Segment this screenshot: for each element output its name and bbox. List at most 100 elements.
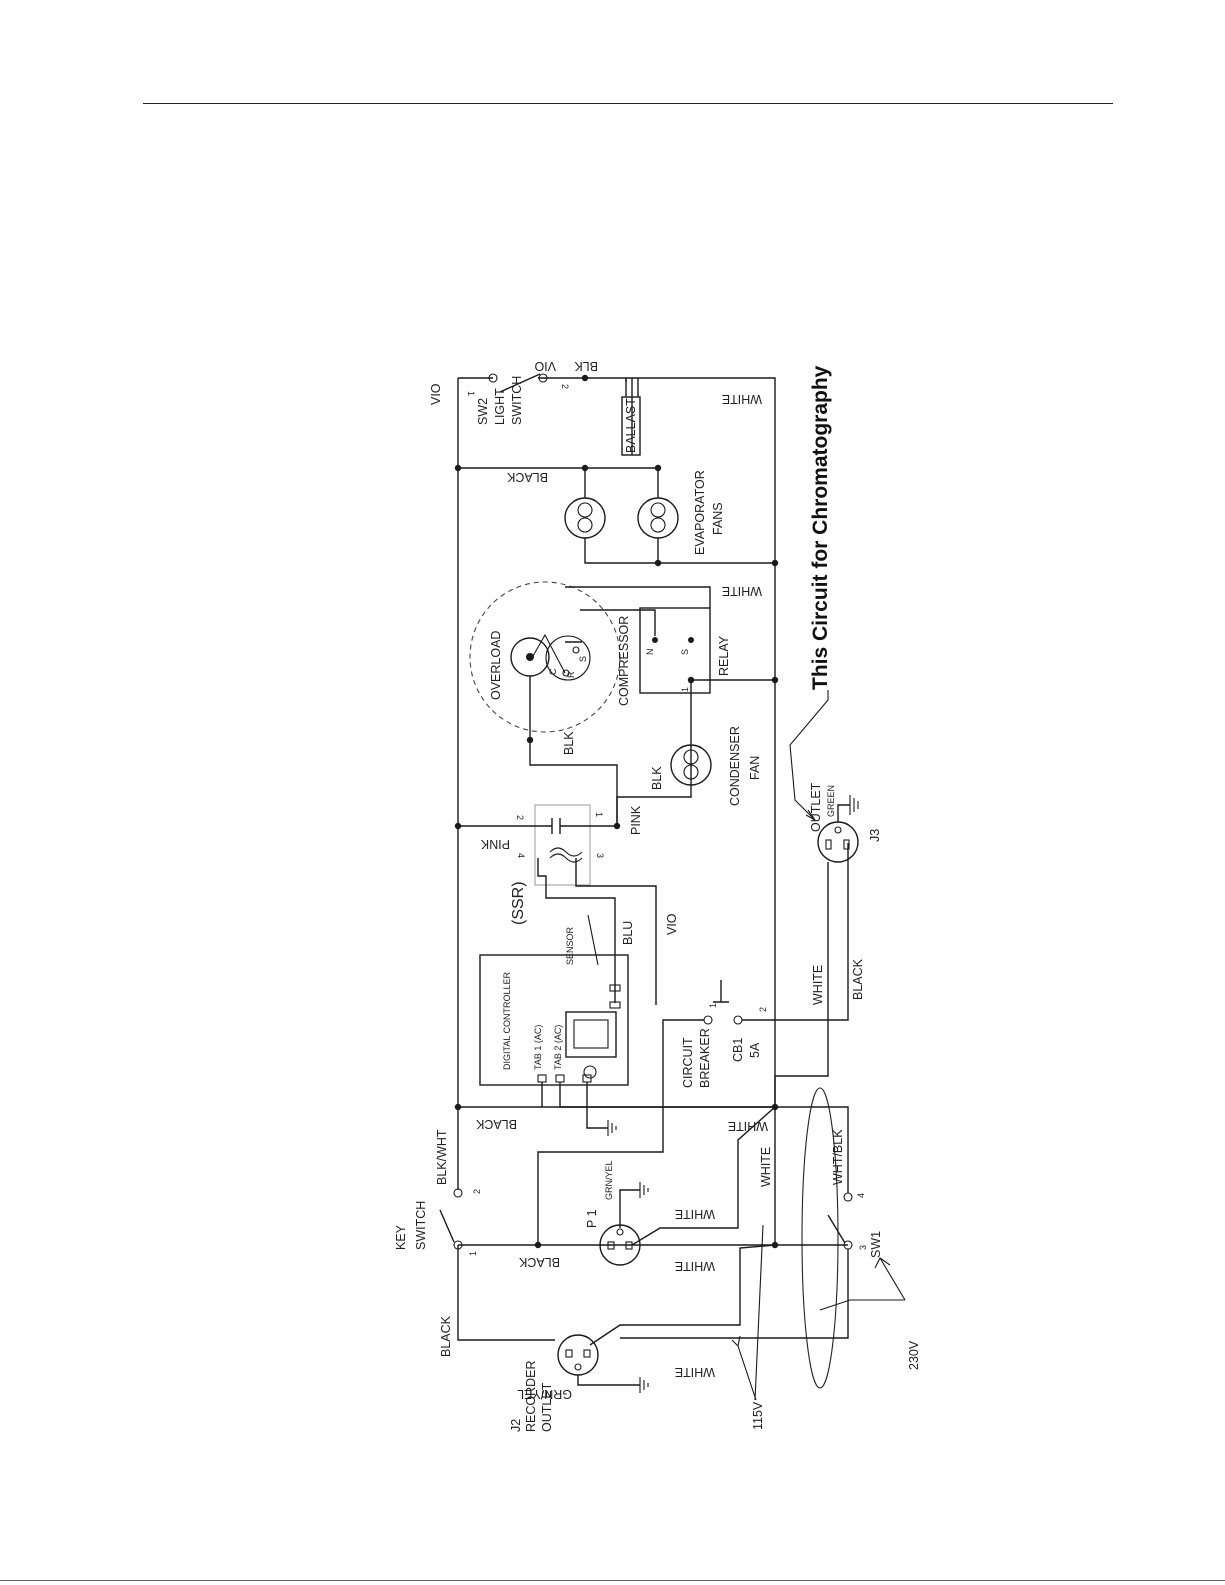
sw2-label: SW2 LIGHT SWITCH — [476, 376, 524, 425]
label-black-p1: BLACK — [518, 1255, 560, 1269]
svg-text:CONDENSER: CONDENSER — [728, 726, 742, 806]
label-black-outlet: BLACK — [851, 958, 865, 1000]
evaporator-fans — [458, 467, 775, 564]
label-black-keyswitch: BLACK — [439, 1315, 453, 1357]
svg-text:FANS: FANS — [711, 502, 725, 535]
label-grn-yel-j2: GRN/YEL — [517, 1387, 572, 1401]
label-pink-right: PINK — [629, 805, 643, 835]
svg-text:SW2: SW2 — [476, 398, 490, 425]
label-white-j2: WHITE — [675, 1365, 715, 1379]
condenser-fan: CONDENSER FAN — [670, 726, 762, 806]
evaporator-fans-label: EVAPORATOR FANS — [693, 470, 725, 555]
svg-text:1: 1 — [680, 687, 690, 692]
callout-text: This Circuit for Chromatography — [809, 365, 832, 690]
svg-text:(SSR): (SSR) — [510, 881, 527, 925]
label-115v: 115V — [751, 1401, 765, 1430]
svg-text:RECORDER: RECORDER — [524, 1360, 538, 1432]
svg-text:C: C — [548, 668, 558, 675]
sw2-light-switch — [488, 373, 548, 393]
svg-text:SWITCH: SWITCH — [510, 376, 524, 425]
main-bus-wires — [457, 377, 849, 1341]
label-vio-left: VIO — [429, 383, 443, 405]
label-white-p1-top: WHITE — [675, 1207, 715, 1221]
controller-ground-wire — [586, 1082, 608, 1129]
svg-text:OUTLET: OUTLET — [540, 1382, 554, 1432]
svg-text:4: 4 — [516, 853, 526, 858]
label-white-evap: WHITE — [722, 584, 762, 598]
svg-text:EVAPORATOR: EVAPORATOR — [693, 470, 707, 555]
svg-text:OVERLOAD: OVERLOAD — [489, 631, 503, 700]
compressor-relay: N S 1 COMPRESSOR RELAY — [565, 586, 775, 826]
label-white-outlet: WHITE — [811, 965, 825, 1005]
label-blk-wht: BLK/WHT — [435, 1129, 449, 1185]
svg-text:2: 2 — [758, 1007, 768, 1012]
voltage-selector — [731, 1087, 906, 1401]
key-switch: 2 1 KEY SWITCH — [394, 1188, 482, 1256]
label-blk-compressor: BLK — [562, 731, 576, 755]
label-vio-ssr: VIO — [665, 913, 679, 935]
svg-text:BREAKER: BREAKER — [698, 1028, 712, 1088]
label-white-top: WHITE — [722, 392, 762, 406]
ssr-relay: 2 1 4 3 (SSR) — [458, 804, 657, 1005]
svg-text:4: 4 — [856, 1193, 866, 1198]
svg-text:5A: 5A — [748, 1042, 762, 1058]
svg-text:CB1: CB1 — [731, 1038, 745, 1062]
svg-text:DIGITAL CONTROLLER: DIGITAL CONTROLLER — [502, 971, 512, 1070]
svg-text:BALLAST: BALLAST — [624, 398, 638, 453]
svg-text:2: 2 — [472, 1189, 482, 1194]
svg-text:RELAY: RELAY — [717, 635, 731, 676]
svg-text:3: 3 — [858, 1245, 868, 1250]
label-black-evap: BLACK — [506, 470, 548, 484]
sw2-terminal-1: 1 — [466, 391, 476, 396]
svg-text:N: N — [645, 649, 655, 656]
svg-text:S: S — [680, 649, 690, 655]
svg-text:S: S — [578, 656, 588, 662]
label-black-controller: BLACK — [475, 1117, 517, 1131]
svg-text:P 1: P 1 — [585, 1209, 599, 1228]
svg-text:J2: J2 — [509, 1419, 523, 1432]
label-230v: 230V — [907, 1340, 921, 1370]
overload: C S R OVERLOAD — [469, 581, 621, 733]
svg-text:1: 1 — [468, 1251, 478, 1256]
label-blk-condenser: BLK — [650, 766, 664, 790]
page-bottom-rule — [0, 1580, 1225, 1581]
svg-text:OUTLET: OUTLET — [809, 782, 823, 832]
sw1-switch: 4 3 SW1 — [620, 1192, 883, 1339]
svg-text:SENSOR: SENSOR — [565, 926, 575, 965]
svg-text:CIRCUIT: CIRCUIT — [681, 1037, 695, 1088]
ballast: BALLAST — [621, 378, 641, 456]
controller-tab2-wire — [559, 1082, 775, 1108]
svg-text:3: 3 — [595, 853, 605, 858]
controller-ground-icon — [607, 1120, 617, 1136]
svg-text:1: 1 — [594, 812, 604, 817]
svg-text:1: 1 — [708, 1003, 718, 1008]
recorder-outlet-j2: J2 RECORDER OUTLET — [509, 1244, 776, 1432]
svg-text:SW1: SW1 — [869, 1231, 883, 1258]
svg-text:2: 2 — [515, 815, 525, 820]
chromatography-callout — [789, 690, 829, 821]
svg-text:TAB 2 (AC): TAB 2 (AC) — [553, 1025, 563, 1070]
svg-text:LIGHT: LIGHT — [493, 388, 507, 425]
label-vio-top: VIO — [534, 359, 556, 373]
svg-text:SWITCH: SWITCH — [414, 1201, 428, 1250]
digital-controller: DIGITAL CONTROLLER TAB 1 (AC) TAB 2 (AC)… — [479, 914, 629, 1086]
svg-text:FAN: FAN — [748, 756, 762, 780]
page-top-rule — [143, 103, 1113, 104]
label-wht-blk: WHT/BLK — [831, 1129, 845, 1185]
svg-text:COMPRESSOR: COMPRESSOR — [617, 616, 631, 706]
svg-text:R: R — [566, 671, 576, 678]
label-pink-left: PINK — [480, 837, 510, 851]
sw2-terminal-2: 2 — [560, 384, 570, 389]
svg-text:KEY: KEY — [394, 1224, 408, 1250]
outlet-j3: OUTLET GREEN J3 — [774, 782, 882, 1107]
svg-text:GREEN: GREEN — [826, 785, 836, 817]
compressor-blk-wire — [529, 676, 618, 826]
plug-p1: P 1 GRN/YEL — [585, 1106, 776, 1266]
svg-text:TAB 1 (AC): TAB 1 (AC) — [533, 1025, 543, 1070]
label-blk-top: BLK — [574, 359, 598, 373]
label-white-p1-bottom: WHITE — [675, 1259, 715, 1273]
label-white-vertical: WHITE — [759, 1147, 773, 1187]
label-blu: BLU — [621, 921, 635, 945]
svg-text:GRN/YEL: GRN/YEL — [604, 1160, 614, 1200]
